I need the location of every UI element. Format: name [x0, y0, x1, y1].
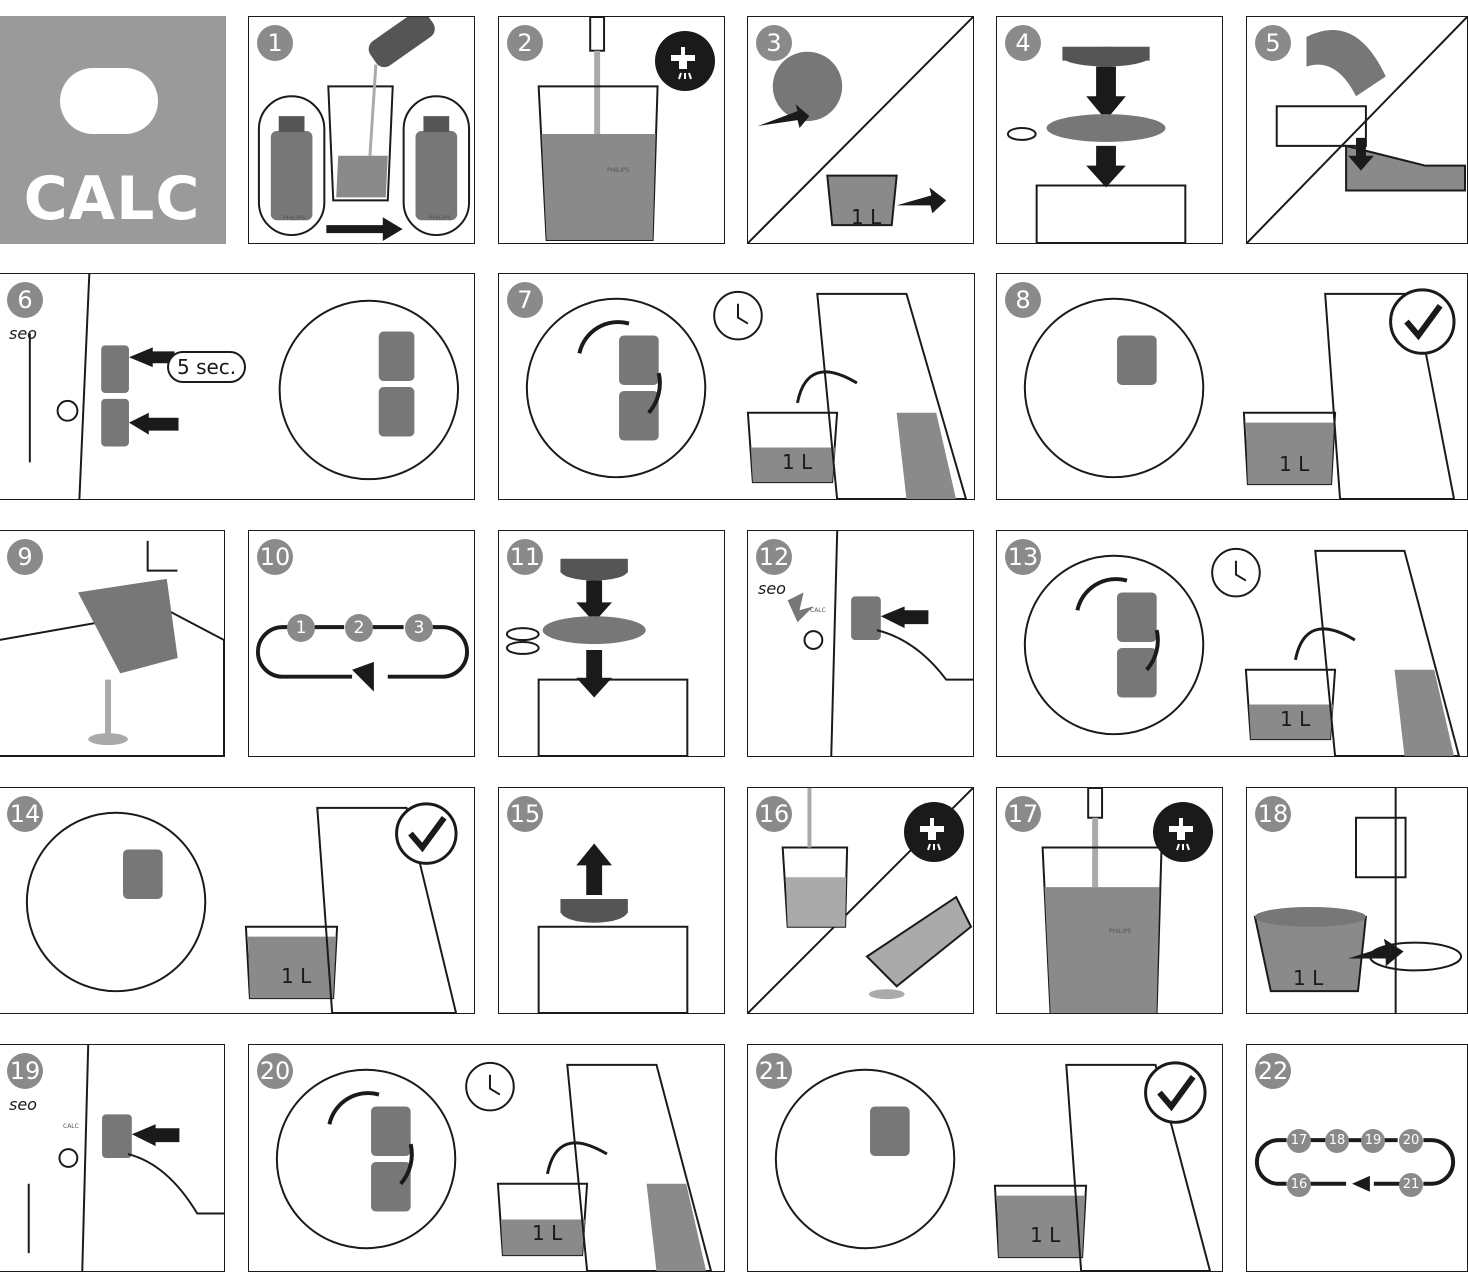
step-panel-6: 6 seo 5 sec.: [0, 273, 475, 500]
cup-volume: 1 L: [1280, 707, 1310, 731]
step-number: 1: [257, 25, 293, 61]
cycle-complete-illustration: [0, 788, 474, 1013]
brand-fragment: seo: [758, 579, 786, 598]
cup-volume: 1 L: [1293, 966, 1323, 990]
step-panel-22: 22 17 18 19 20 16 21: [1246, 1044, 1468, 1272]
tap-water-icon: [1153, 802, 1213, 862]
step-number: 6: [7, 282, 43, 318]
cycle-complete-illustration: [997, 274, 1467, 499]
step-panel-21: 21 1 L: [747, 1044, 1223, 1272]
step-panel-20: 20 1 L: [248, 1044, 725, 1272]
step-number: 19: [7, 1053, 43, 1089]
brand-fragment: seo: [9, 1095, 37, 1114]
step-panel-13: 13 1 L: [996, 530, 1468, 757]
step-number: 21: [756, 1053, 792, 1089]
cycle-step-16: 16: [1287, 1173, 1311, 1197]
press-both-buttons-illustration: [0, 274, 474, 499]
step-panel-18: 18 1 L: [1246, 787, 1468, 1014]
step-panel-8: 8 1 L: [996, 273, 1468, 500]
tank-brand: PHILIPS: [607, 167, 629, 174]
step-number: 3: [756, 25, 792, 61]
step-panel-7: 7 1 L: [498, 273, 975, 500]
step-panel-12: 12 seo CALC: [747, 530, 974, 757]
step-panel-3: 3 1 L: [747, 16, 974, 244]
step-number: 22: [1255, 1053, 1291, 1089]
step-panel-17: 17 PHILIPS: [996, 787, 1223, 1014]
cycle-step-20: 20: [1399, 1129, 1423, 1153]
step-number: 2: [507, 25, 543, 61]
step-panel-11: 11: [498, 530, 725, 757]
step-panel-4: 4: [996, 16, 1223, 244]
step-number: 16: [756, 796, 792, 832]
calc-indicator-icon: [60, 68, 158, 134]
cycle-step-19: 19: [1361, 1129, 1385, 1153]
step-number: 18: [1255, 796, 1291, 832]
step-number: 4: [1005, 25, 1041, 61]
brand-fragment: seo: [9, 324, 37, 343]
descaling-cycle-running-illustration: [499, 274, 974, 499]
cycle-complete-illustration: [748, 1045, 1222, 1271]
cup-volume: 1 L: [532, 1221, 562, 1245]
step-number: 10: [257, 539, 293, 575]
bottle-brand-right: PHILIPS: [429, 215, 451, 222]
step-panel-19: 19 seo CALC: [0, 1044, 225, 1272]
tap-water-icon: [904, 802, 964, 862]
step-panel-9: 9: [0, 530, 225, 757]
cycle-step-17: 17: [1287, 1129, 1311, 1153]
calc-header-tile: CALC: [0, 16, 226, 244]
step-number: 14: [7, 796, 43, 832]
tank-brand: PHILIPS: [1109, 928, 1131, 935]
cup-volume: 1 L: [1030, 1223, 1060, 1247]
step-panel-1: 1 PHILIPS PHILIPS: [248, 16, 475, 244]
cup-volume: 1 L: [1279, 452, 1309, 476]
step-panel-5: 5: [1246, 16, 1468, 244]
hold-duration-label: 5 sec.: [167, 351, 246, 383]
tap-water-icon: [655, 31, 715, 91]
cycle-step-2: 2: [345, 614, 373, 642]
step-number: 20: [257, 1053, 293, 1089]
step-panel-16: 16: [747, 787, 974, 1014]
step-number: 17: [1005, 796, 1041, 832]
cup-volume: 1 L: [782, 450, 812, 474]
descaling-cycle-running-illustration: [997, 531, 1467, 756]
cycle-step-1: 1: [287, 614, 315, 642]
descaling-cycle-running-illustration: [249, 1045, 724, 1271]
step-panel-14: 14 1 L: [0, 787, 475, 1014]
calc-title: CALC: [0, 164, 226, 234]
step-panel-10: 10 1 2 3: [248, 530, 475, 757]
cup-volume: 1 L: [281, 964, 311, 988]
calc-indicator-label: CALC: [810, 607, 826, 614]
step-number: 7: [507, 282, 543, 318]
calc-indicator-label: CALC: [63, 1123, 79, 1130]
step-number: 13: [1005, 539, 1041, 575]
step-number: 15: [507, 796, 543, 832]
cup-volume: 1 L: [851, 205, 881, 229]
step-number: 9: [7, 539, 43, 575]
step-number: 8: [1005, 282, 1041, 318]
bottle-brand-left: PHILIPS: [283, 215, 305, 222]
step-panel-15: 15: [498, 787, 725, 1014]
step-number: 12: [756, 539, 792, 575]
cycle-step-21: 21: [1399, 1173, 1423, 1197]
step-panel-2: 2 PHILIPS: [498, 16, 725, 244]
cycle-step-3: 3: [405, 614, 433, 642]
step-number: 11: [507, 539, 543, 575]
step-number: 5: [1255, 25, 1291, 61]
cycle-step-18: 18: [1325, 1129, 1349, 1153]
